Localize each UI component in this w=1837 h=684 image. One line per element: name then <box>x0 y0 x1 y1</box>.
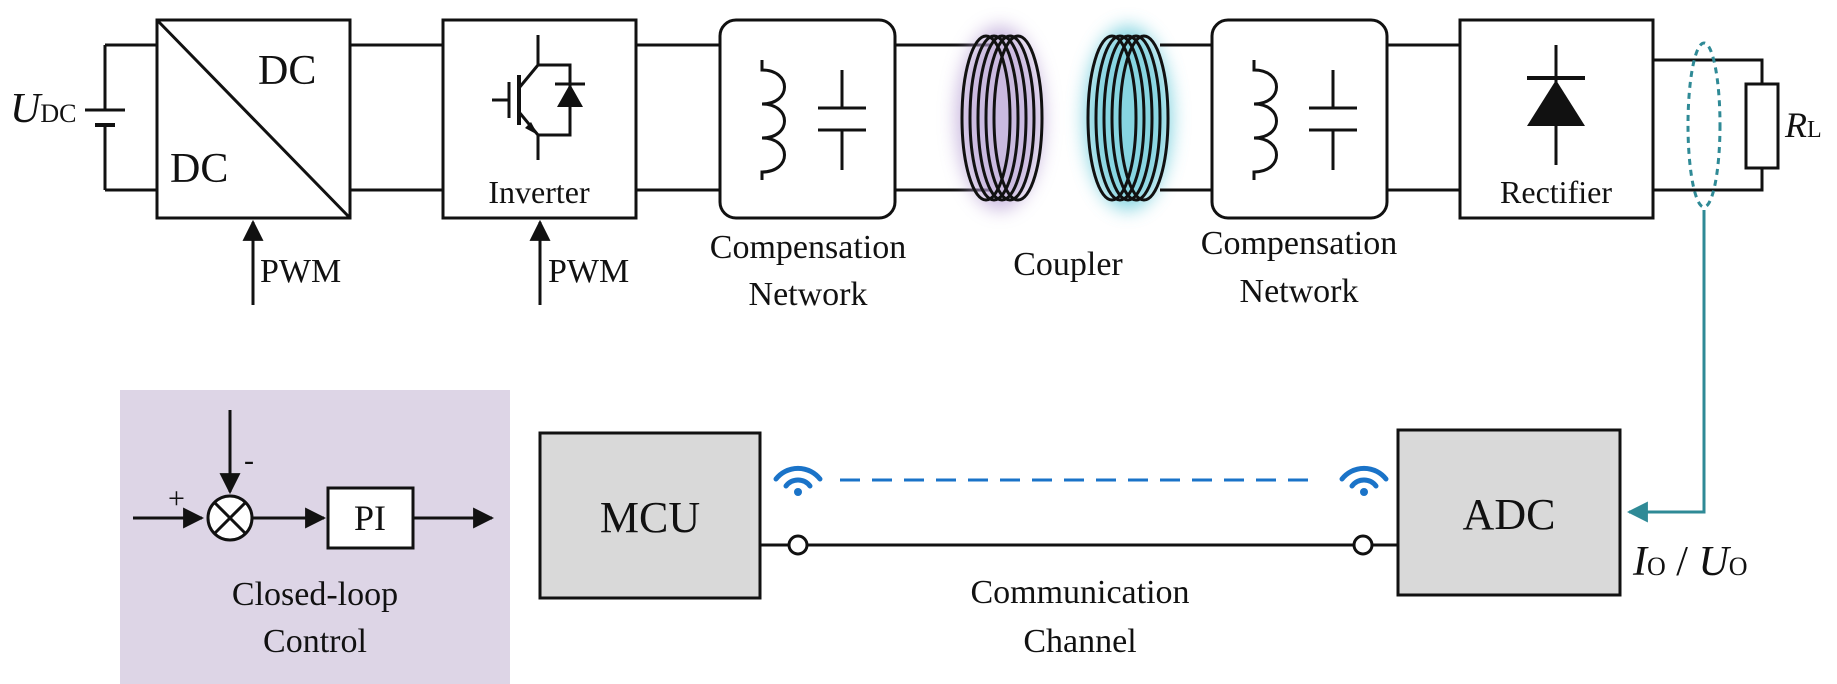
mcu-label: MCU <box>600 493 700 542</box>
secondary-coil-glow <box>1084 26 1172 210</box>
channel-line1: Communication <box>970 574 1189 611</box>
pi-block <box>326 486 415 550</box>
wifi-icon-right <box>1339 465 1389 496</box>
dcdc-bottom-label: DC <box>170 146 228 192</box>
pi-label: PI <box>354 498 386 538</box>
sensor-probe <box>1686 41 1722 209</box>
load-label: RL <box>1784 105 1822 145</box>
inductor-icon-secondary <box>1252 60 1278 180</box>
comp-secondary-line1: Compensation <box>1201 225 1397 262</box>
comp-secondary-line2: Network <box>1240 273 1359 310</box>
channel-line2: Channel <box>1023 623 1136 660</box>
secondary-coil-icon <box>1086 34 1170 202</box>
pwm-label-2: PWM <box>548 253 629 290</box>
summing-junction-icon <box>206 494 254 542</box>
capacitor-icon-primary <box>818 70 866 170</box>
control-line2: Control <box>263 623 367 660</box>
inverter-label: Inverter <box>488 174 590 210</box>
comp-primary-line1: Compensation <box>710 229 906 266</box>
control-line1: Closed-loop <box>232 576 398 613</box>
compensation-network-primary: Compensation Network <box>710 18 906 313</box>
control-panel-bg <box>120 390 510 684</box>
terminal-left <box>787 534 809 556</box>
adc-block: ADC <box>1396 428 1622 597</box>
wifi-icon-left <box>773 465 823 496</box>
dcdc-converter: DC DC PWM <box>155 18 352 305</box>
coupler: Coupler <box>956 26 1172 283</box>
rectifier-label: Rectifier <box>1500 174 1612 210</box>
source-label: UDC <box>10 86 76 132</box>
inductor-icon-primary <box>760 60 786 180</box>
pwm-label-1: PWM <box>260 253 341 290</box>
freewheel-diode-icon <box>557 84 583 107</box>
diode-icon <box>1527 80 1585 126</box>
primary-coil-icon <box>960 34 1044 202</box>
adc-label: ADC <box>1463 490 1556 539</box>
compensation-network-secondary: Compensation Network <box>1201 18 1397 310</box>
mcu-block: MCU <box>538 431 762 600</box>
rectifier: Rectifier <box>1458 18 1655 220</box>
feedback-wire <box>1626 210 1706 523</box>
capacitor-icon-secondary <box>1309 70 1357 170</box>
load-resistor: RL <box>1744 82 1822 170</box>
inverter: Inverter PWM <box>441 18 638 305</box>
comp-primary-line2: Network <box>749 276 868 313</box>
minus-sign: - <box>244 444 254 477</box>
resistor-icon <box>1744 82 1780 170</box>
measurement-label: IO / UO <box>1632 539 1748 585</box>
closed-loop-control: + - PI Closed-loop Control <box>120 390 510 684</box>
dcdc-top-label: DC <box>258 48 316 94</box>
plus-sign: + <box>168 482 185 515</box>
terminal-right <box>1352 534 1374 556</box>
coupler-label: Coupler <box>1013 246 1123 283</box>
dc-source: UDC <box>10 43 157 192</box>
communication-channel: Communication Channel <box>760 465 1398 660</box>
